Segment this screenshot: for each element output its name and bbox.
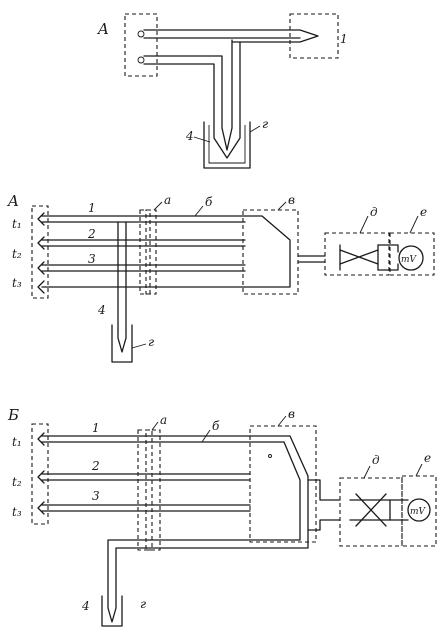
box-d-mid: [324, 232, 390, 276]
t2-mid: t₂: [12, 247, 22, 261]
wire-1-label-mid: 1: [88, 201, 96, 215]
hot-junction-box-mid: [31, 205, 49, 299]
terminal-box-left: [124, 13, 158, 77]
wire-1-label-b: 1: [92, 421, 100, 435]
terminal-screw-upper: [137, 30, 145, 38]
label-d-mid: д: [370, 205, 378, 219]
t2-b: t₂: [12, 475, 22, 489]
box-e-mid: [389, 232, 435, 276]
probe-tip: [213, 127, 241, 159]
leader-e-mid: [409, 215, 419, 234]
to-meter-b-b: [307, 519, 341, 531]
wire-3-label-mid: 3: [88, 252, 96, 266]
label-v-mid: в: [288, 193, 295, 207]
leader-v-mid: [277, 201, 287, 211]
label-e-b: е: [424, 451, 431, 465]
leader-d-b: [363, 465, 371, 479]
label-4-b: 4: [81, 599, 90, 613]
tip-1-mid: [37, 212, 45, 226]
box-d-b: [339, 477, 403, 547]
label-b-b: б: [212, 419, 220, 433]
wire-lower-inner: [143, 63, 215, 129]
wire-lower-left: [143, 55, 223, 129]
leader-e-b: [415, 463, 423, 477]
box-a-inner-b: [145, 429, 153, 551]
diagram-a-top: A 1 4 г: [96, 13, 348, 169]
millivoltmeter-b: [407, 498, 431, 522]
junction-frame-b: [349, 499, 391, 521]
leader-4-top: [193, 136, 211, 143]
label-d-b: д: [372, 453, 380, 467]
t1-mid: t₁: [12, 217, 22, 231]
label-v-b: в: [288, 407, 295, 421]
label-4-mid: 4: [97, 303, 106, 317]
wire-2-label-mid: 2: [87, 227, 96, 241]
label-a-b: а: [160, 413, 167, 427]
leader-g-top: [249, 125, 261, 133]
millivoltmeter-mid: [398, 245, 424, 271]
vessel-mid: [111, 324, 133, 363]
tip-2-b: [37, 470, 45, 484]
section-label-a-mid: A: [6, 192, 19, 210]
leader-v-b: [277, 415, 287, 427]
t3-b: t₃: [12, 505, 22, 519]
meter-label-mid: mV: [401, 255, 418, 265]
leader-b-b: [201, 429, 211, 443]
leader-d-mid: [359, 215, 369, 234]
tip-1-b: [37, 432, 45, 446]
label-g-b: г: [140, 597, 146, 611]
tip-3-mid: [37, 261, 45, 275]
tip-4-mid: [37, 280, 45, 294]
ref-probe-tip-mid: [117, 329, 127, 353]
t1-b: t₁: [12, 435, 22, 449]
label-e-mid: е: [420, 205, 427, 219]
wire-upper: [143, 29, 319, 43]
cross-wires-mid: [339, 249, 379, 265]
ref-probe-tip-b: [107, 599, 117, 623]
box-e-b: [401, 475, 437, 547]
box-a-b: [137, 429, 161, 551]
wire-3-label-b: 3: [92, 489, 100, 503]
section-label-a-top: A: [96, 20, 109, 38]
label-a-mid: а: [164, 193, 171, 207]
leader-b-mid: [194, 205, 204, 217]
section-label-b: Б: [7, 406, 19, 424]
label-b-mid: б: [205, 195, 213, 209]
tip-3-b: [37, 501, 45, 515]
leader-g-mid: [131, 343, 147, 349]
wire-2-label-b: 2: [91, 459, 100, 473]
junction-sides-mid: [339, 244, 379, 271]
leader-a-mid: [153, 201, 163, 211]
diagram-b: Б t₁ t₂ t₃ 1 2 3 а б 4 г в: [7, 406, 437, 627]
label-g-top: г: [262, 117, 268, 131]
switch-contact-b: [268, 454, 272, 458]
probe-junction: [221, 127, 233, 151]
meter-label-b: mV: [410, 507, 427, 517]
box-a-inner-mid: [145, 209, 151, 295]
to-meter-a-b: [307, 479, 341, 501]
label-4-top: 4: [185, 129, 194, 143]
leader-a-b: [151, 421, 159, 431]
vessel-inner: [208, 125, 246, 164]
diagram-a-mid: A t₁ t₂ t₃ 1 2 3 4 г а б: [6, 192, 435, 363]
meter-leads-b: [389, 499, 409, 521]
box-v-b: [249, 425, 317, 543]
t3-mid: t₃: [12, 276, 22, 290]
label-1-top: 1: [340, 32, 348, 46]
meter-leads-mid: [377, 244, 399, 271]
cross-wires-b: [355, 493, 387, 527]
tip-2-mid: [37, 236, 45, 250]
switch-path-mid: [244, 215, 291, 288]
junction-box-right: [289, 13, 339, 59]
label-g-mid: г: [148, 335, 154, 349]
ref-line-outer-b: [107, 441, 301, 601]
vessel-b: [101, 595, 123, 627]
ref-line-inner-b: [115, 435, 309, 601]
vessel: [203, 121, 251, 169]
terminal-screw-lower: [137, 56, 145, 64]
